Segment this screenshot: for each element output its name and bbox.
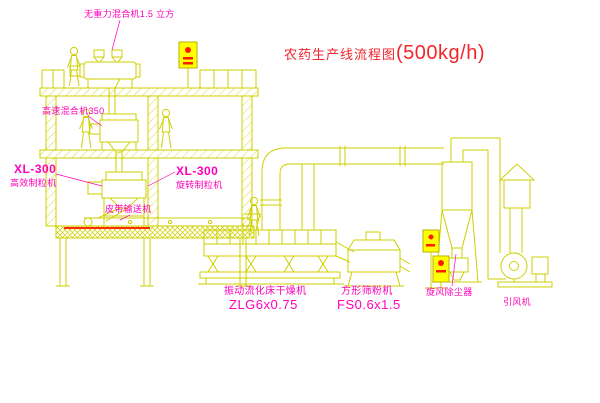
gravity-free-mixer xyxy=(69,49,141,114)
roof-railing xyxy=(41,69,257,88)
building-structure xyxy=(39,87,259,287)
control-panel-1 xyxy=(178,41,198,89)
control-panel-2 xyxy=(422,229,440,289)
leader-lines xyxy=(55,19,457,287)
person-figure-floor-left xyxy=(79,108,93,149)
induced-draft-fan xyxy=(497,252,553,288)
exhaust-stack xyxy=(498,163,536,253)
person-figure-roof xyxy=(67,46,81,87)
high-speed-mixer xyxy=(89,113,139,172)
cyclone-outlet-duct xyxy=(450,137,506,280)
belt-conveyor xyxy=(83,217,251,227)
fluid-bed-dryer xyxy=(198,213,355,285)
control-panel-3 xyxy=(432,255,450,289)
person-figures xyxy=(67,46,261,237)
sieve-machine xyxy=(344,231,411,287)
person-figure-floor-right xyxy=(159,108,173,149)
exhaust-duct xyxy=(260,146,444,230)
rotary-granulator xyxy=(87,171,147,226)
